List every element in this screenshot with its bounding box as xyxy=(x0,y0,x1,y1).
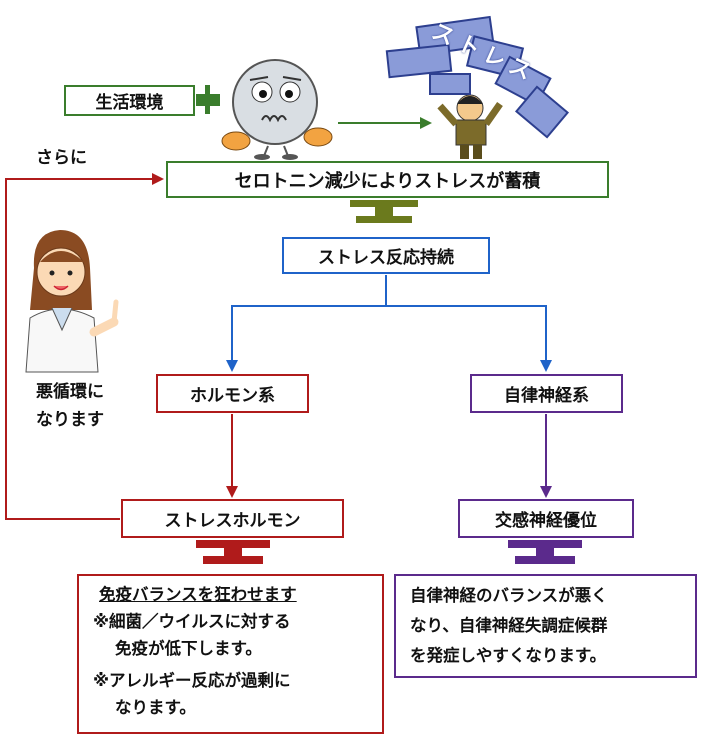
environment-box: 生活環境 xyxy=(64,85,195,116)
t-arrow-purple xyxy=(508,540,582,564)
immune-box: 免疫バランスを狂わせます ※細菌／ウイルスに対する 免疫が低下します。 ※アレル… xyxy=(77,574,384,734)
immune-item-1-line-1: ※細菌／ウイルスに対する xyxy=(93,612,291,631)
stressed-man-icon xyxy=(437,94,503,159)
autonomic-line-1: 自律神経のバランスが悪く xyxy=(410,586,608,605)
doctor-caption-line-2: なります xyxy=(36,410,104,430)
autonomic-line-3: を発症しやすくなります。 xyxy=(410,646,607,665)
arrow-hormone-down xyxy=(226,414,238,498)
t-arrow-olive xyxy=(350,200,418,223)
split-arrows-blue xyxy=(231,275,547,360)
stress-response-box: ストレス反応持続 xyxy=(282,237,490,274)
autonomic-system-box: 自律神経系 xyxy=(470,374,623,413)
stress-bricks-icon xyxy=(385,15,570,139)
doctor-caption: 悪循環に なります xyxy=(36,378,104,434)
arrow-to-stressed-man xyxy=(338,117,432,129)
loop-arrow xyxy=(5,173,164,520)
loop-label: さらに xyxy=(36,148,87,168)
sympathetic-box: 交感神経優位 xyxy=(458,499,634,538)
stress-hormone-box: ストレスホルモン xyxy=(121,499,344,538)
t-arrow-red xyxy=(196,540,270,564)
hormone-system-box: ホルモン系 xyxy=(156,374,309,413)
immune-item-1-line-2: 免疫が低下します。 xyxy=(115,639,262,658)
autonomic-box: 自律神経のバランスが悪く なり、自律神経失調症候群 を発症しやすくなります。 xyxy=(394,574,697,678)
immune-item-2-line-2: なります。 xyxy=(115,698,196,717)
immune-title: 免疫バランスを狂わせます xyxy=(99,585,297,604)
doctor-woman-icon xyxy=(25,230,119,373)
autonomic-line-2: なり、自律神経失調症候群 xyxy=(410,616,608,635)
inhibit-arrow-green xyxy=(196,85,220,114)
doctor-caption-line-1: 悪循環に xyxy=(36,382,104,402)
sad-ball-character-icon xyxy=(221,59,333,160)
arrow-autonomic-down xyxy=(540,414,552,498)
serotonin-box: セロトニン減少によりストレスが蓄積 xyxy=(166,161,609,198)
immune-item-2-line-1: ※アレルギー反応が過剰に xyxy=(93,671,291,690)
